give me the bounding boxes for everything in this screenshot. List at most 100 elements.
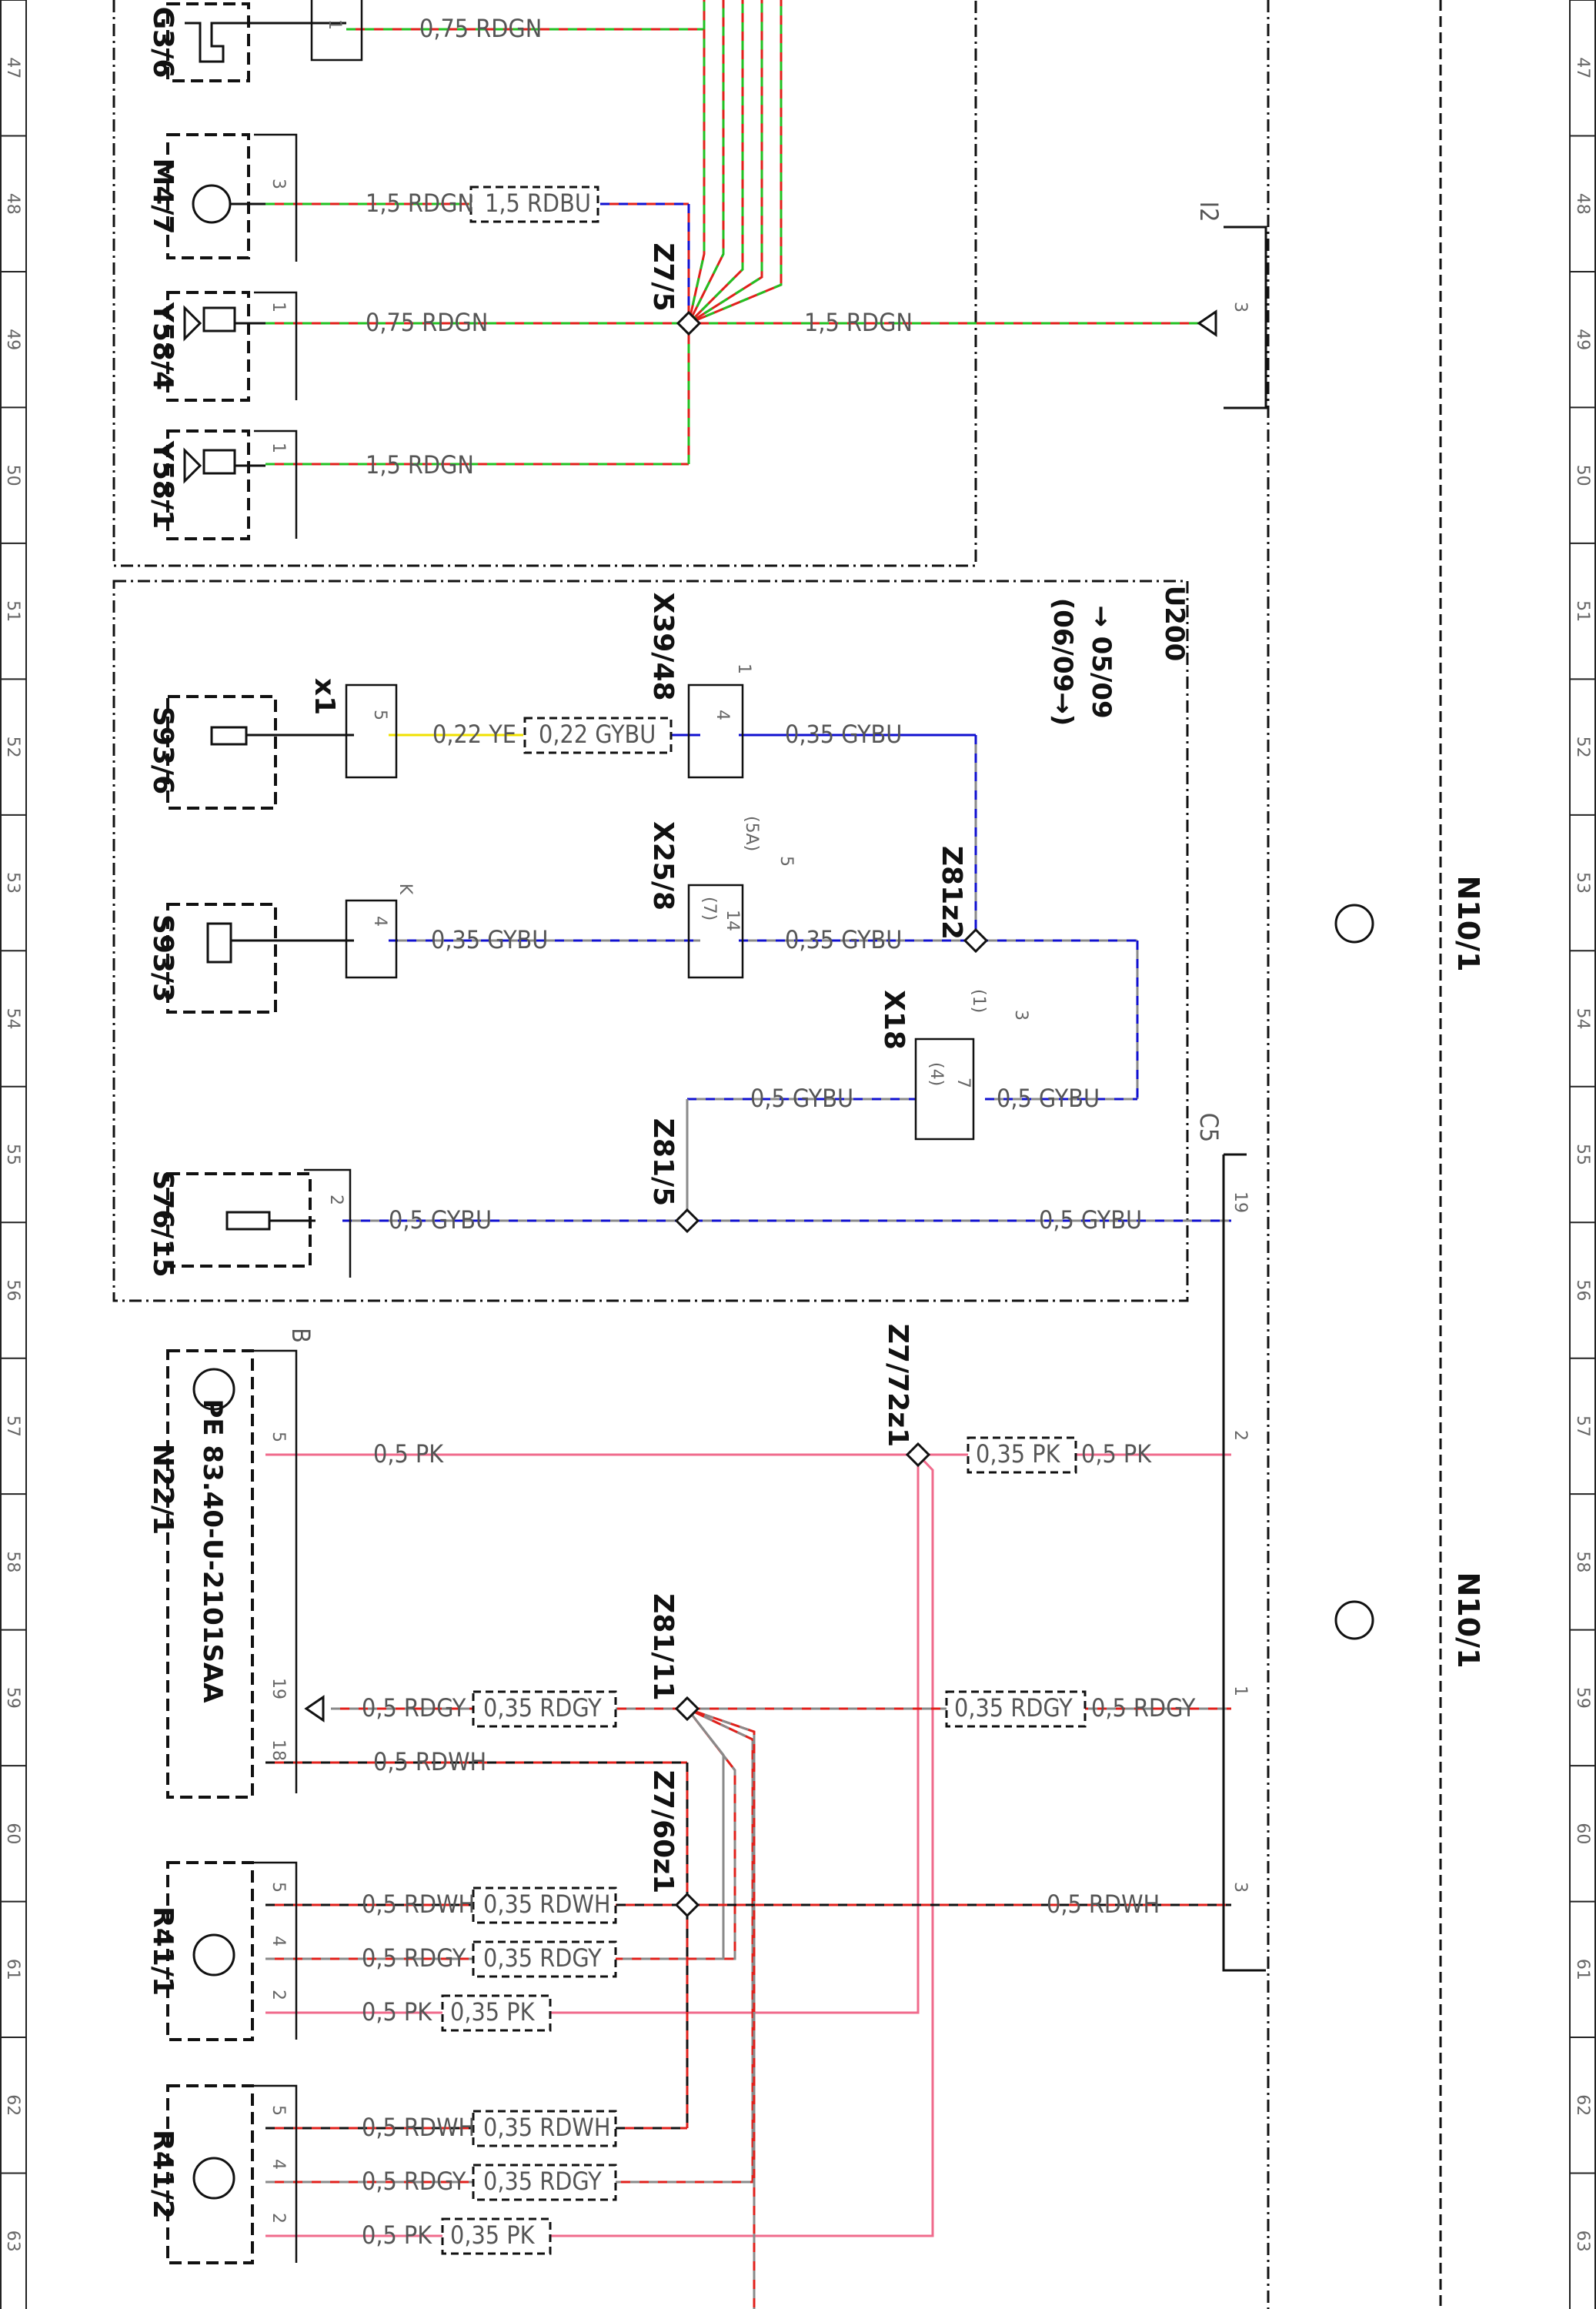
wire-labels: 0,75 RDGN 1,5 RDGN 1,5 RDBU 0,75 RDGN 1,… bbox=[362, 14, 1196, 2250]
label-n22-1-code: PE 83.40-U-2101SAA bbox=[197, 1398, 228, 1703]
wire-n22-19b: 0,35 RDGY bbox=[483, 1693, 602, 1723]
grid-number: 48 bbox=[1573, 193, 1592, 215]
label-s93-6: S93/6 bbox=[147, 707, 179, 794]
u200-line1: → 05/09 bbox=[1086, 605, 1117, 718]
grid-number: 47 bbox=[1573, 57, 1592, 79]
grid-number: 53 bbox=[1573, 872, 1592, 894]
component-symbols bbox=[183, 22, 1374, 2200]
grid-number: 57 bbox=[1573, 1415, 1592, 1437]
grid-number: 59 bbox=[3, 1687, 22, 1709]
wire-r412-2b: 0,35 PK bbox=[450, 2220, 536, 2250]
pin: (5A) bbox=[742, 816, 761, 851]
label-z7-72z1: Z7/72z1 bbox=[882, 1324, 913, 1447]
grid-number: 47 bbox=[3, 57, 22, 79]
label-s76-15: S76/15 bbox=[147, 1170, 179, 1277]
wire-x18-a: 0,5 GYBU bbox=[750, 1084, 853, 1113]
wire-r411-5b: 0,35 RDWH bbox=[483, 1890, 611, 1919]
pin: (7) bbox=[700, 897, 719, 921]
grid-number: 48 bbox=[3, 193, 22, 215]
grid-number: 63 bbox=[1573, 2230, 1592, 2252]
grid-number: 50 bbox=[1573, 465, 1592, 486]
pin: 7 bbox=[953, 1078, 973, 1088]
wire-s933-a: 0,35 GYBU bbox=[431, 925, 548, 954]
grid-number: 62 bbox=[1573, 2094, 1592, 2116]
label-y58-1: Y58/1 bbox=[147, 440, 179, 529]
grid-number: 52 bbox=[3, 737, 22, 758]
wire-r411-4: 0,5 RDGY bbox=[362, 1943, 466, 1973]
grid-number: 49 bbox=[3, 329, 22, 350]
wire-r412-2: 0,5 PK bbox=[362, 2220, 432, 2250]
arrows bbox=[304, 309, 1217, 1723]
component-labels: G3/6 M4/7 Y58/4 Y58/1 S93/6 S93/3 S76/15… bbox=[147, 7, 1485, 2219]
pin: 4 bbox=[269, 2159, 288, 2170]
wire-r411-2: 0,5 PK bbox=[362, 1997, 432, 2027]
grid-number: 58 bbox=[3, 1551, 22, 1572]
label-r41-2: R41/2 bbox=[147, 2130, 179, 2219]
wire-r412-5: 0,5 RDWH bbox=[362, 2113, 475, 2142]
pin: 1 bbox=[734, 663, 753, 674]
pin: 4 bbox=[370, 916, 389, 927]
pin: 3 bbox=[1011, 1010, 1030, 1021]
wire-s933-b: 0,35 GYBU bbox=[785, 925, 902, 954]
grid-number: 55 bbox=[3, 1144, 22, 1165]
grid-number: 54 bbox=[1573, 1008, 1592, 1030]
u200-code: U200 bbox=[1159, 586, 1190, 662]
grid-number: 60 bbox=[3, 1823, 22, 1844]
grid-number: 51 bbox=[1573, 600, 1592, 622]
wire-n22-5: 0,5 PK bbox=[373, 1439, 444, 1469]
wire-x18-b: 0,5 GYBU bbox=[997, 1084, 1100, 1113]
wires-top bbox=[265, 0, 1200, 466]
wires-u200 bbox=[342, 733, 1231, 1222]
grid-number: 61 bbox=[3, 1959, 22, 1980]
pin: 4 bbox=[269, 1936, 288, 1946]
grid-number: 55 bbox=[1573, 1144, 1592, 1165]
u200-line2: (06/09→) bbox=[1047, 598, 1078, 727]
wire-m4b: 1,5 RDBU bbox=[485, 189, 591, 218]
pin: 5 bbox=[269, 2105, 288, 2116]
wire-n22-18: 0,5 RDWH bbox=[373, 1747, 486, 1776]
wire-rdgy-box: 0,35 RDGY bbox=[954, 1693, 1073, 1723]
component-boxes bbox=[166, 2, 312, 2264]
grid-number: 52 bbox=[1573, 737, 1592, 758]
label-x1: x1 bbox=[309, 678, 340, 715]
pin: 1 bbox=[269, 302, 288, 312]
wire-r411-2b: 0,35 PK bbox=[450, 1997, 536, 2027]
wire-s936-c: 0,35 GYBU bbox=[785, 720, 902, 749]
grid-number: 50 bbox=[3, 465, 22, 486]
label-z81-11: Z81/11 bbox=[647, 1593, 679, 1700]
wire-m4: 1,5 RDGN bbox=[366, 189, 474, 218]
wire-label-boxes bbox=[441, 185, 1087, 2255]
label-m4-7: M4/7 bbox=[147, 158, 179, 234]
label-z7-60z1: Z7/60z1 bbox=[647, 1770, 679, 1893]
grid-number: 49 bbox=[1573, 329, 1592, 350]
wire-s76-b: 0,5 GYBU bbox=[1039, 1205, 1142, 1235]
splice-points bbox=[674, 310, 989, 1918]
wire-r411-5: 0,5 RDWH bbox=[362, 1890, 475, 1919]
grid-ticks bbox=[1, 0, 1595, 2174]
pin: 19 bbox=[269, 1678, 288, 1699]
label-i2: I2 bbox=[1194, 202, 1224, 222]
grid-number: 56 bbox=[1573, 1279, 1592, 1301]
pin-numbers: 1 3 1 1 3 5 4 1 4 14 (7) 5 (5A) 7 (4) 3 … bbox=[269, 19, 1250, 2224]
grid-number: 54 bbox=[3, 1008, 22, 1030]
pin: 5 bbox=[776, 856, 796, 867]
frames bbox=[112, 0, 1442, 2309]
pin: (4) bbox=[927, 1062, 946, 1086]
wire-r412-5b: 0,35 RDWH bbox=[483, 2113, 611, 2142]
wire-r412-4: 0,5 RDGY bbox=[362, 2167, 466, 2196]
wire-g3: 0,75 RDGN bbox=[419, 14, 542, 43]
label-z81z2: Z81z2 bbox=[936, 846, 967, 940]
grid-number: 63 bbox=[3, 2230, 22, 2252]
label-r41-1: R41/1 bbox=[147, 1906, 179, 1996]
wire-r412-4b: 0,35 RDGY bbox=[483, 2167, 602, 2196]
connector-labels: Z7/5 X39/48 X25/8 Z81z2 X18 Z81/5 Z7/72z… bbox=[286, 202, 1224, 1894]
pin: 3 bbox=[1230, 302, 1250, 312]
label-n10-1-b: N10/1 bbox=[1451, 1572, 1485, 1668]
grid-number: 51 bbox=[3, 600, 22, 622]
grid-number: 62 bbox=[3, 2094, 22, 2116]
wire-r411-4b: 0,35 RDGY bbox=[483, 1943, 602, 1973]
label-x39-48: X39/48 bbox=[647, 592, 679, 700]
pin: 3 bbox=[269, 179, 288, 189]
pin: 5 bbox=[269, 1882, 288, 1893]
